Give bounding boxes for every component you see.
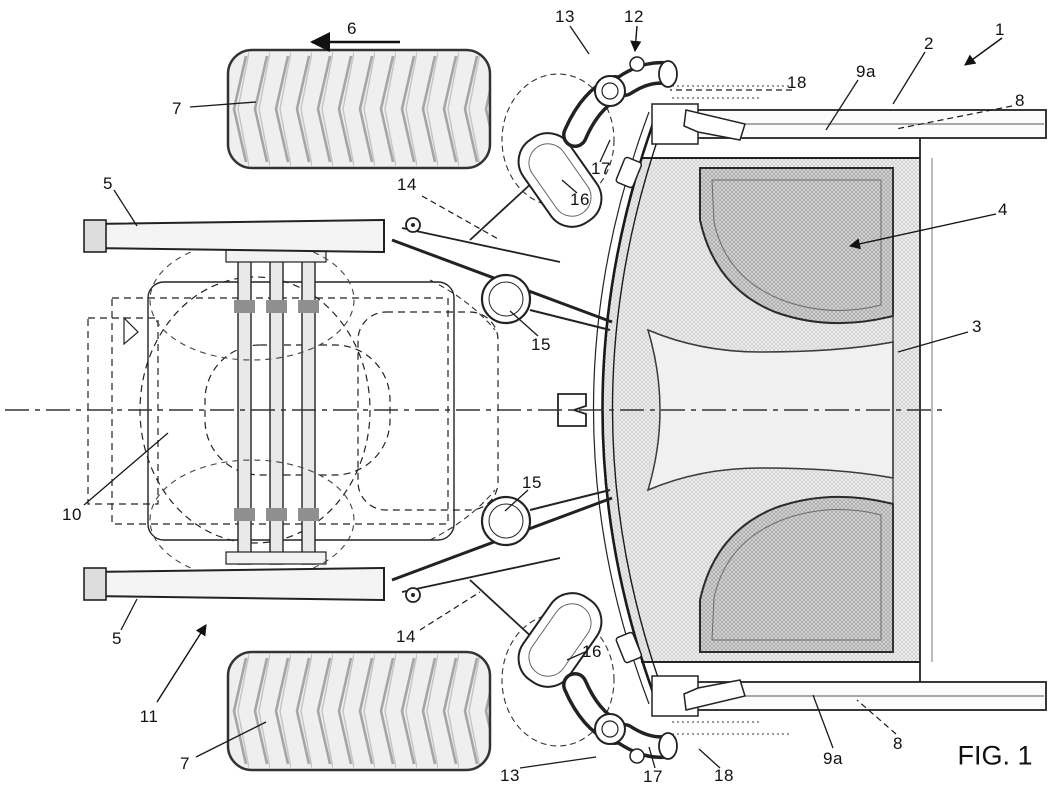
ref-numeral-9a-bottom: 9a — [823, 749, 843, 768]
rail-bracket — [683, 109, 746, 141]
leader-lines — [83, 25, 969, 769]
ref-numeral-14-bottom: 14 — [396, 627, 416, 646]
ref-numeral-16-bottom: 16 — [582, 642, 602, 661]
tire — [226, 48, 492, 170]
hood-center-contour — [646, 328, 894, 492]
ref-numeral-5-bottom: 5 — [112, 629, 122, 648]
ref-numeral-9a-top: 9a — [856, 62, 876, 81]
ref-numeral-7-top: 7 — [172, 99, 182, 118]
ref-numeral-13-top: 13 — [555, 7, 575, 26]
ref-numeral-12: 12 — [624, 7, 644, 26]
leader-arrows — [156, 25, 1003, 703]
ref-numeral-17-bottom: 17 — [643, 767, 663, 786]
pipe-clamp — [629, 56, 645, 72]
muffler-canister — [517, 132, 603, 228]
engine-chassis-group — [87, 249, 587, 565]
ref-numeral-4: 4 — [998, 200, 1008, 219]
ref-numeral-3: 3 — [972, 317, 982, 336]
ref-numeral-15-bottom: 15 — [522, 473, 542, 492]
ref-numeral-6: 6 — [347, 19, 357, 38]
figure-label: FIG. 1 — [957, 740, 1033, 771]
exhaust-outlet — [658, 60, 678, 88]
axle — [87, 218, 385, 254]
ref-numeral-16-top: 16 — [570, 190, 590, 209]
hood-side-pod-bottom — [699, 495, 894, 653]
ref-numeral-8-bottom: 8 — [893, 734, 903, 753]
ref-numeral-18-top: 18 — [787, 73, 807, 92]
grille-arc — [601, 117, 657, 699]
ref-numeral-2: 2 — [924, 34, 934, 53]
exhaust-flange — [594, 75, 626, 107]
ref-numeral-10: 10 — [62, 505, 82, 524]
ref-numeral-18-bottom: 18 — [714, 766, 734, 785]
leader-lines-dashed — [419, 89, 1013, 735]
ref-numeral-1: 1 — [995, 20, 1005, 39]
ref-numeral-7-bottom: 7 — [180, 754, 190, 773]
ref-numeral-8-top: 8 — [1015, 91, 1025, 110]
hood-side-pod-top — [699, 167, 894, 325]
grille-arc-outer — [592, 111, 650, 705]
ref-numeral-11: 11 — [139, 707, 159, 726]
ref-numeral-17-top: 17 — [591, 159, 611, 178]
vehicle-body-hood — [548, 111, 933, 705]
ref-numeral-15-top: 15 — [531, 335, 551, 354]
ref-numeral-5-top: 5 — [103, 174, 113, 193]
grille-arc-inner — [611, 123, 664, 693]
ref-numeral-13-bottom: 13 — [500, 766, 520, 785]
front-assembly-top — [83, 48, 1047, 361]
ref-numeral-14-top: 14 — [397, 175, 417, 194]
